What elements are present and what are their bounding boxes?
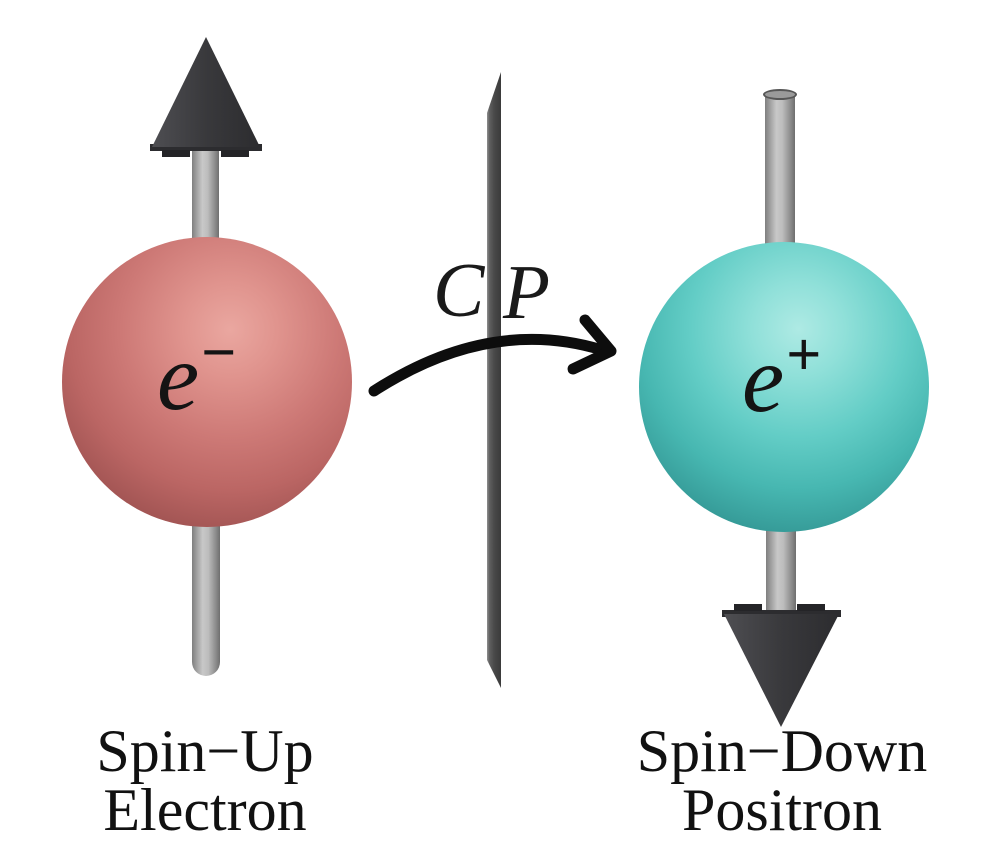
- electron-symbol: e−: [157, 322, 237, 425]
- electron-spin-shaft-bottom: [192, 512, 220, 676]
- positron-sphere: [639, 242, 929, 532]
- electron-caption-line2: Electron: [103, 777, 307, 843]
- spin-up-arrowhead-icon: [150, 37, 262, 157]
- positron-caption-line2: Positron: [681, 777, 883, 843]
- electron-symbol-letter: e: [157, 324, 200, 430]
- positron-spin-shaft-top: [765, 94, 795, 246]
- electron-sphere: [62, 237, 352, 527]
- mirror-plane: [487, 72, 501, 688]
- positron-spin-shaft-bottom: [766, 518, 796, 616]
- electron-caption: Spin−Up Electron: [5, 718, 405, 843]
- electron-caption-line1: Spin−Up: [96, 718, 314, 784]
- positron-caption-line1: Spin−Down: [636, 718, 928, 784]
- positron-caption: Spin−Down Positron: [582, 718, 982, 843]
- charge-conjugation-label: C: [433, 247, 485, 333]
- electron-charge-superscript: −: [201, 319, 237, 387]
- spin-down-arrowhead-icon: [722, 604, 841, 727]
- parity-label: P: [503, 249, 551, 335]
- positron-charge-superscript: +: [786, 321, 822, 389]
- electron-spin-shaft-top: [192, 146, 219, 246]
- positron-symbol-letter: e: [742, 326, 785, 432]
- positron-shaft-end-cap: [763, 89, 797, 100]
- positron-symbol: e+: [742, 324, 822, 427]
- transformation-arrow-icon: [368, 314, 617, 397]
